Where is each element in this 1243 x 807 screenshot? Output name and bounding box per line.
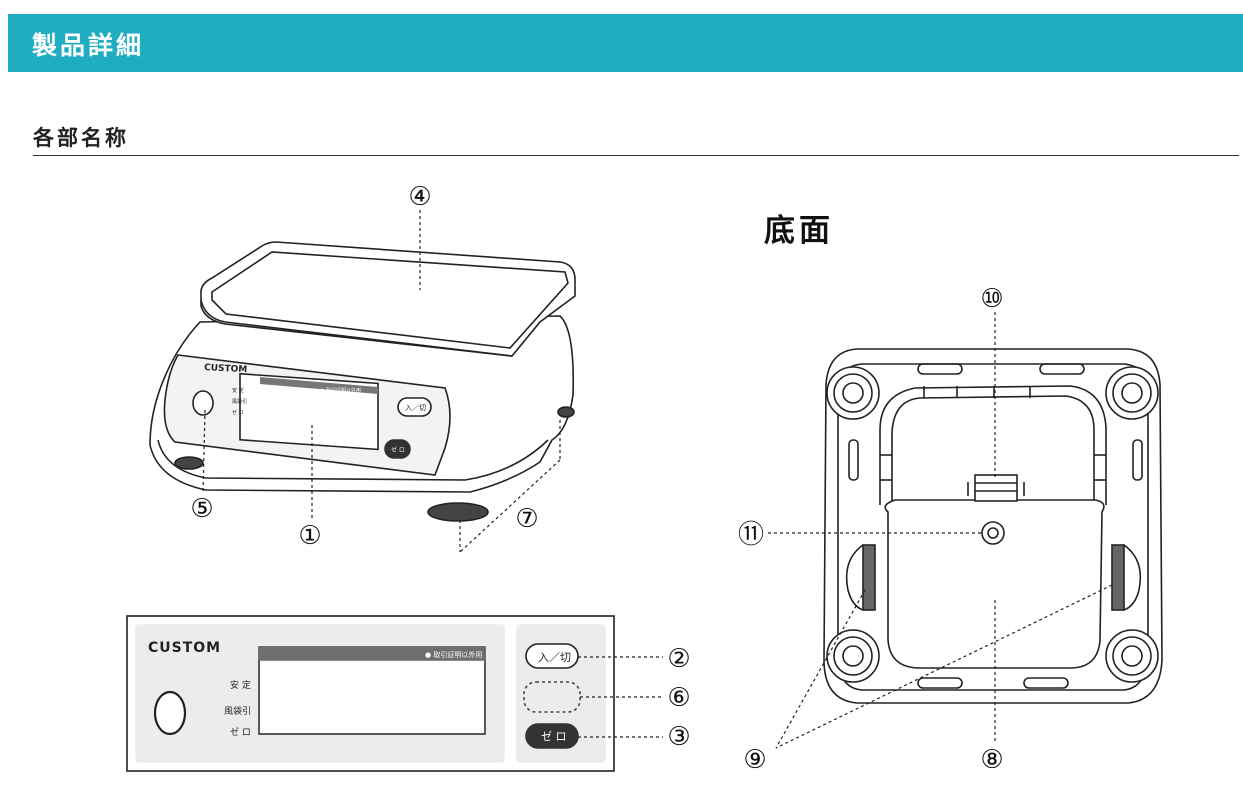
brand-logo: CUSTOM xyxy=(148,640,221,656)
display-band-text-small: ● 取引証明以外用 xyxy=(320,387,361,394)
empty-button-slot xyxy=(523,681,581,713)
zero-button-label-small: ゼ ロ xyxy=(391,446,405,454)
indicator-tare-small: 風袋引 xyxy=(232,398,247,405)
callout-1: ① xyxy=(298,521,322,551)
foot-bottom-right xyxy=(1105,629,1159,683)
callout-10: ⑩ xyxy=(980,284,1004,314)
brand-logo-small: CUSTOM xyxy=(204,363,248,375)
leader-lines-scale xyxy=(202,210,561,553)
bottom-view-illustration xyxy=(823,348,1163,704)
bottom-view-title: 底面 xyxy=(764,213,834,249)
display-band-text: ● 取引証明以外用 xyxy=(425,650,482,659)
power-knob-icon xyxy=(153,690,187,736)
callout-9: ⑨ xyxy=(743,745,767,775)
scale-illustration xyxy=(149,241,576,522)
zero-button-shape xyxy=(525,723,579,749)
display-band xyxy=(258,646,486,661)
header-bar: 製品詳細 xyxy=(8,14,1243,72)
display-window xyxy=(258,646,486,735)
callout-6: ⑥ xyxy=(667,683,691,713)
callout-8: ⑧ xyxy=(980,745,1004,775)
callout-3: ③ xyxy=(667,722,691,752)
power-button-shape xyxy=(525,643,579,669)
control-panel-illustration xyxy=(126,615,615,772)
indicator-zero: ゼ ロ xyxy=(230,726,251,738)
leader-lines-bottom xyxy=(768,312,1113,749)
indicator-tare: 風袋引 xyxy=(224,705,251,717)
foot-top-left xyxy=(826,366,880,420)
callout-4: ④ xyxy=(408,182,432,212)
page-title: 製品詳細 xyxy=(32,31,145,60)
section-title: 各部名称 xyxy=(33,126,129,150)
power-button-label: 入／切 xyxy=(538,651,571,664)
indicator-zero-small: ゼ ロ xyxy=(232,409,244,416)
power-button-label-small: 入／切 xyxy=(405,404,426,412)
leader-lines-panel xyxy=(578,656,663,738)
callout-11: ⑪ xyxy=(737,520,764,550)
section-divider xyxy=(33,155,1239,156)
foot-bottom-left xyxy=(826,629,880,683)
indicator-stable: 安 定 xyxy=(230,679,251,691)
callout-2: ② xyxy=(667,644,691,674)
battery-cover xyxy=(884,499,1105,669)
foot-top-right xyxy=(1105,366,1159,420)
bottom-hole xyxy=(981,521,1005,545)
callout-7: ⑦ xyxy=(515,504,539,534)
callout-5: ⑤ xyxy=(190,494,214,524)
zero-button-label: ゼ ロ xyxy=(541,730,567,743)
indicator-stable-small: 安 定 xyxy=(232,387,244,394)
